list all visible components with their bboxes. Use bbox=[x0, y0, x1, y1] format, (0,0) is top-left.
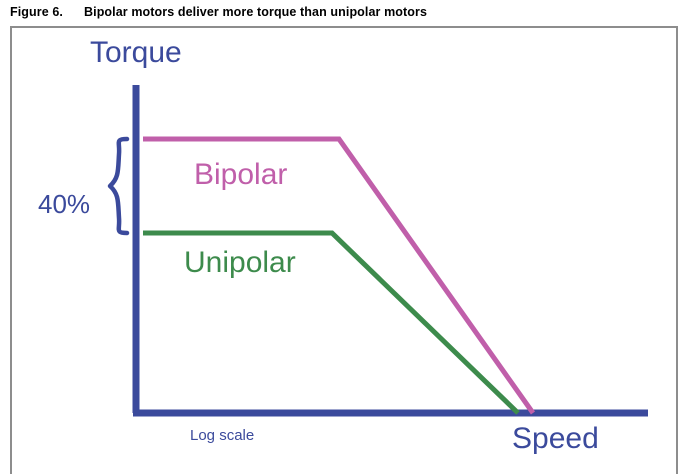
y-axis-label-torque: Torque bbox=[90, 36, 182, 69]
series-line-unipolar bbox=[143, 230, 520, 415]
chart-svg bbox=[107, 85, 648, 417]
series-label-unipolar: Unipolar bbox=[184, 246, 296, 279]
x-axis-scale-note: Log scale bbox=[190, 427, 255, 444]
torque-difference-label: 40% bbox=[38, 189, 91, 219]
figure-title: Bipolar motors deliver more torque than … bbox=[84, 5, 428, 19]
figure-caption: Figure 6. Bipolar motors deliver more to… bbox=[10, 2, 680, 22]
torque-difference-brace-icon bbox=[107, 136, 130, 236]
figure-number: Figure 6. bbox=[10, 5, 63, 19]
x-axis-label-speed: Speed bbox=[512, 422, 599, 455]
series-label-bipolar: Bipolar bbox=[194, 158, 288, 191]
chart-plot-area: Torque 40% Bipolar Unipolar Log scale Sp… bbox=[12, 28, 676, 474]
figure-frame: Torque 40% Bipolar Unipolar Log scale Sp… bbox=[10, 26, 678, 474]
series-line-bipolar bbox=[143, 136, 536, 415]
